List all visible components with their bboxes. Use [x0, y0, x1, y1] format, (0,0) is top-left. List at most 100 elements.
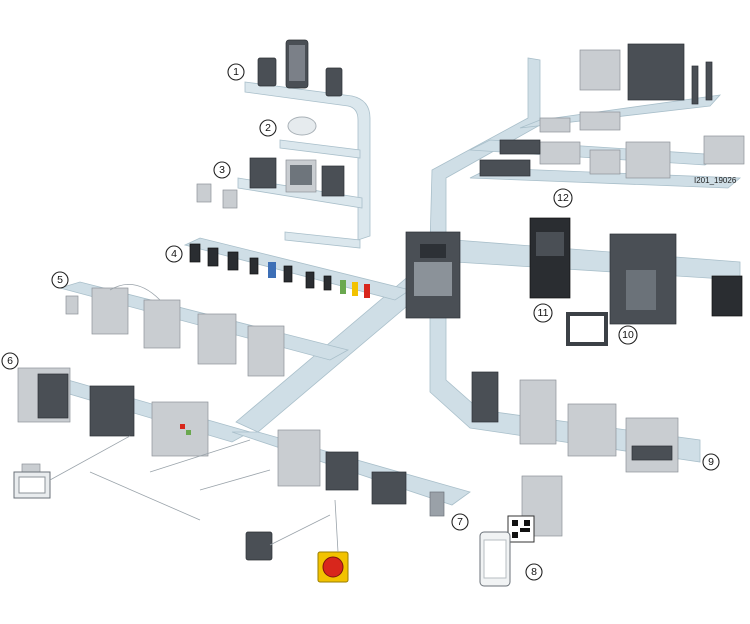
- panel-clip: [21, 463, 41, 473]
- module-block-a: [249, 157, 277, 189]
- indicator-red: [180, 424, 185, 429]
- display-device-medium: [325, 67, 343, 97]
- callout-11: 11: [533, 303, 553, 323]
- breaker-7a: [277, 429, 321, 487]
- panel-window: [18, 476, 46, 494]
- module-small-a: [196, 183, 212, 203]
- rail-top-right: [429, 57, 541, 253]
- breaker-11-face: [536, 232, 564, 256]
- item-7-handles: [245, 429, 445, 583]
- breaker-9c: [625, 417, 679, 473]
- callout-9-label: 9: [708, 456, 714, 468]
- callout-10: 10: [618, 325, 638, 345]
- callout-4: 4: [165, 245, 183, 263]
- qr-block-b: [524, 520, 530, 526]
- breaker-11: [529, 217, 571, 299]
- busbar-block-c: [625, 141, 671, 179]
- callout-labels: 1 2 3 4 5 6 7 8: [1, 63, 720, 581]
- callout-12: 12: [553, 188, 573, 208]
- module-block-b: [321, 165, 345, 197]
- item-10-breaker: [566, 233, 743, 346]
- busbar-block-b: [589, 149, 621, 175]
- callout-6: 6: [1, 352, 19, 370]
- callout-2-label: 2: [265, 122, 271, 134]
- item-9-breakers: [471, 371, 679, 473]
- item-6-breakers: [17, 367, 209, 457]
- plug-red: [364, 284, 370, 298]
- mounting-frame-10: [566, 312, 608, 346]
- plug-b: [207, 247, 219, 267]
- phase-barrier-b: [627, 43, 685, 101]
- plug-d: [249, 257, 259, 275]
- indicator-green: [186, 430, 191, 435]
- plug-a: [189, 243, 201, 263]
- qr-block-c: [512, 532, 518, 538]
- callout-3: 3: [213, 161, 231, 179]
- breaker-9b: [567, 403, 617, 457]
- terminal-9c: [631, 445, 673, 461]
- item-12-accessories: [479, 43, 745, 179]
- callout-4-label: 4: [171, 248, 177, 260]
- breaker-5c: [197, 313, 237, 365]
- callout-1-label: 1: [233, 66, 239, 78]
- plug-blue: [268, 262, 276, 278]
- plug-c: [227, 251, 239, 271]
- qr-block-d: [520, 528, 530, 532]
- callout-5: 5: [51, 271, 69, 289]
- breaker-5a: [91, 287, 129, 335]
- callout-3-label: 3: [219, 164, 225, 176]
- item-5-breakers: [65, 283, 285, 377]
- plug-green: [340, 280, 346, 294]
- reference-code: I201_19026: [694, 176, 737, 185]
- callout-2: 2: [259, 119, 277, 137]
- connector-set-a: [539, 117, 571, 133]
- breaker-10-face: [626, 270, 656, 310]
- wire-5: [109, 283, 161, 301]
- rail-right: [454, 239, 741, 281]
- callout-1: 1: [227, 63, 245, 81]
- callout-11-label: 11: [538, 307, 549, 319]
- callout-7: 7: [451, 513, 469, 531]
- display-device-small: [257, 57, 277, 87]
- accessory-9: [471, 371, 499, 423]
- breaker-9a: [519, 379, 557, 445]
- callout-6-label: 6: [7, 355, 13, 367]
- callout-10-label: 10: [622, 329, 634, 341]
- item-3-modules: [196, 157, 345, 209]
- rail-down: [429, 304, 701, 463]
- rotary-operator-7b: [371, 471, 407, 505]
- busbar-block-a: [539, 141, 581, 165]
- item-2-sensor: [287, 116, 317, 136]
- rear-cover-10: [711, 275, 743, 317]
- plug-g: [323, 275, 332, 291]
- breaker-6b: [89, 385, 135, 437]
- smartphone-screen: [483, 539, 507, 579]
- breaker-5d: [247, 325, 285, 377]
- terminal-lugs-b: [499, 139, 541, 155]
- callout-12-label: 12: [557, 192, 569, 204]
- display-screen: [289, 45, 305, 81]
- rail-item-4: [183, 237, 411, 301]
- central-breaker-trip-unit: [420, 244, 446, 258]
- callout-7-label: 7: [457, 516, 463, 528]
- qr-block-a: [512, 520, 518, 526]
- connector-set-b: [579, 111, 621, 131]
- central-breaker-face: [414, 262, 452, 296]
- callout-8: 8: [525, 563, 543, 581]
- shelf-2: [279, 139, 361, 159]
- door-coupling: [429, 491, 445, 517]
- breaker-5b: [143, 299, 181, 349]
- central-breaker: [405, 231, 461, 319]
- terminal-lugs-a: [479, 159, 531, 177]
- breaker-6a-face: [37, 373, 69, 419]
- callout-5-label: 5: [57, 274, 63, 286]
- shelf-4: [284, 231, 361, 249]
- item-4-plugs: [189, 243, 370, 298]
- rotary-operator-7a: [325, 451, 359, 491]
- terminal-grid: [290, 165, 312, 185]
- wire-7: [269, 499, 339, 553]
- handle-red-knob: [322, 556, 344, 578]
- plug-e: [283, 265, 293, 283]
